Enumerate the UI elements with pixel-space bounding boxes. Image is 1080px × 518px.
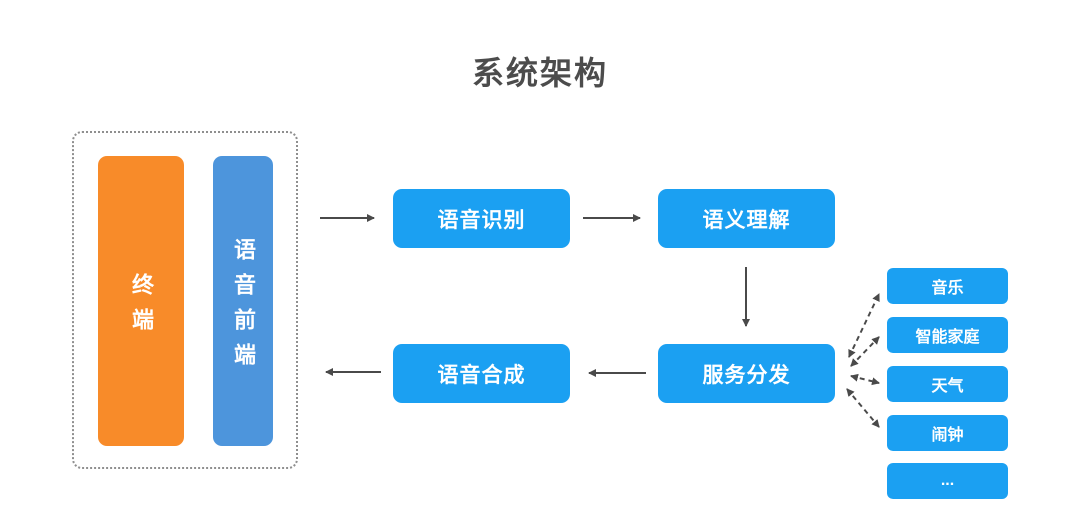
arrow-dispatch-smart-home — [850, 336, 880, 367]
service-music-node: 音乐 — [887, 268, 1008, 304]
service-dispatch-label: 服务分发 — [702, 363, 791, 387]
arrow-dispatch-alarm — [846, 388, 880, 428]
arrow-dispatch-weather — [850, 373, 880, 386]
speech-synthesis-node: 语音合成 — [393, 344, 570, 403]
service-more-label: ... — [940, 472, 955, 489]
service-weather-node: 天气 — [887, 366, 1008, 402]
speech-synthesis-label: 语音合成 — [437, 363, 526, 387]
service-weather-label: 天气 — [931, 378, 964, 395]
semantic-understanding-label: 语义理解 — [702, 208, 791, 232]
terminal-node-label: 终端 — [129, 272, 154, 343]
voice-frontend-node: 语音前端 — [213, 156, 273, 446]
service-dispatch-node: 服务分发 — [658, 344, 835, 403]
service-alarm-label: 闹钟 — [931, 427, 964, 444]
terminal-group: 终端 语音前端 — [72, 131, 298, 469]
diagram-title: 系统架构 — [471, 55, 608, 91]
semantic-understanding-node: 语义理解 — [658, 189, 835, 248]
service-smart-home-label: 智能家庭 — [915, 329, 980, 346]
service-music-label: 音乐 — [931, 280, 964, 297]
arrow-dispatch-music — [848, 293, 880, 358]
terminal-node: 终端 — [98, 156, 184, 446]
service-alarm-node: 闹钟 — [887, 415, 1008, 451]
service-more-node: ... — [887, 463, 1008, 499]
speech-recognition-label: 语音识别 — [437, 208, 526, 232]
speech-recognition-node: 语音识别 — [393, 189, 570, 248]
voice-frontend-node-label: 语音前端 — [231, 237, 256, 378]
service-smart-home-node: 智能家庭 — [887, 317, 1008, 353]
